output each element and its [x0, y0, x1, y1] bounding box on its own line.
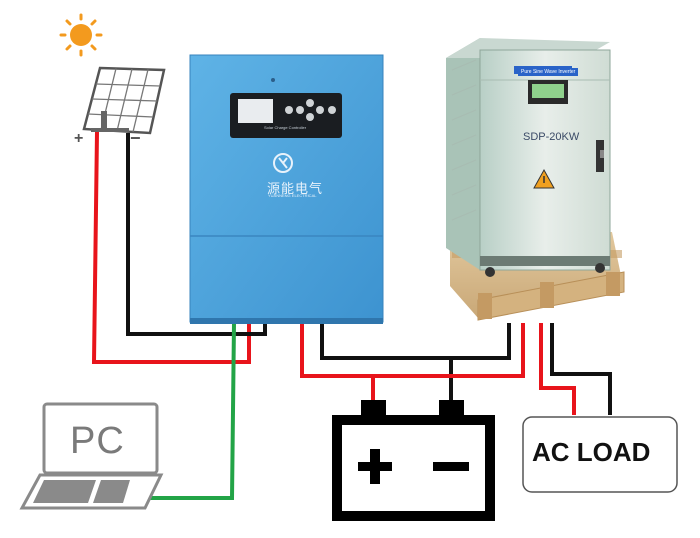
- inverter: [446, 38, 625, 321]
- inverter-battery-negative-wire: [451, 323, 511, 360]
- controller-battery-positive-wire: [300, 323, 375, 400]
- controller-lcd: [238, 99, 273, 123]
- controller-panel-title: Solar Charge Controller: [264, 125, 307, 130]
- ac-live-wire: [539, 323, 576, 415]
- charge-controller: [189, 54, 384, 324]
- inverter-panel-title: Pure Sine Wave Inverter: [518, 68, 579, 76]
- controller-battery-negative-wire: [320, 323, 453, 400]
- pv-positive-label: +: [74, 130, 84, 147]
- ac-load-label: AC LOAD: [532, 437, 651, 467]
- pv-negative-wire: [126, 133, 267, 336]
- controller-brand-cn: 源能电气: [267, 181, 324, 196]
- laptop-icon: [19, 402, 164, 510]
- warning-icon: [533, 168, 555, 189]
- ac-neutral-wire: [550, 323, 612, 415]
- pc-communication-wire: [150, 322, 236, 500]
- battery-icon: [332, 400, 495, 521]
- ac-load-wiring: [539, 323, 612, 415]
- controller-logo-icon: [273, 153, 293, 173]
- pc-label: PC: [70, 420, 125, 462]
- pv-positive-wire: [91, 131, 251, 364]
- inverter-model-label: SDP-20KW: [523, 131, 580, 143]
- controller-brand-en: YUANNENG ELECTRICAL: [268, 193, 317, 198]
- pv-wiring: [91, 131, 267, 364]
- inverter-battery-positive-wire: [373, 323, 525, 378]
- sun-icon: [59, 13, 103, 57]
- solar-panel-icon: [82, 66, 166, 135]
- ac-load-box: [522, 416, 678, 493]
- pv-negative-label: −: [130, 128, 141, 148]
- battery-wiring: [300, 323, 525, 400]
